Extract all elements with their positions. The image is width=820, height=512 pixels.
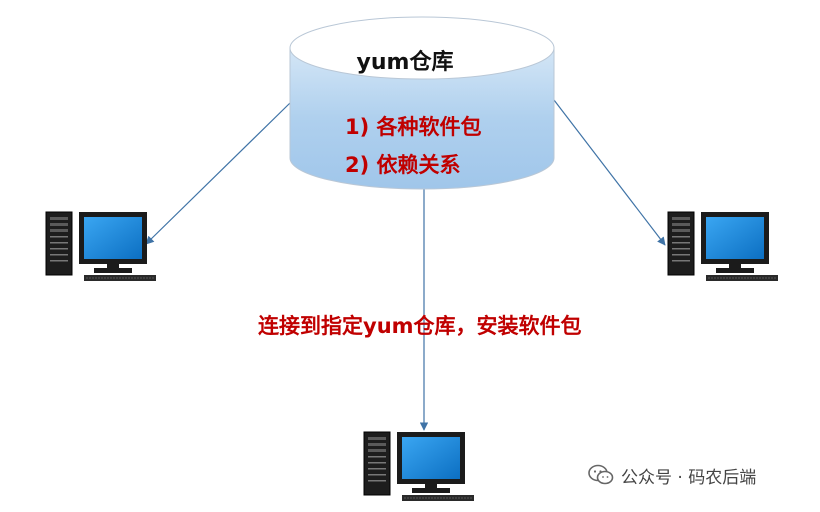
arrow-to-left-computer (145, 102, 291, 245)
left-computer-icon (45, 211, 157, 282)
repository-feature-dependencies: 2) 依赖关系 (345, 153, 461, 177)
bottom-computer-icon (363, 431, 475, 502)
watermark-text: 公众号 · 码农后端 (621, 467, 757, 488)
repository-cylinder-icon (289, 16, 555, 190)
wechat-icon (588, 464, 614, 485)
right-computer-icon (667, 211, 779, 282)
repository-feature-packages: 1) 各种软件包 (345, 115, 482, 139)
repository-title: yum仓库 (356, 50, 454, 75)
arrow-to-right-computer (553, 99, 666, 246)
connection-label: 连接到指定yum仓库，安装软件包 (258, 314, 582, 338)
watermark: 公众号 · 码农后端 (588, 462, 756, 488)
